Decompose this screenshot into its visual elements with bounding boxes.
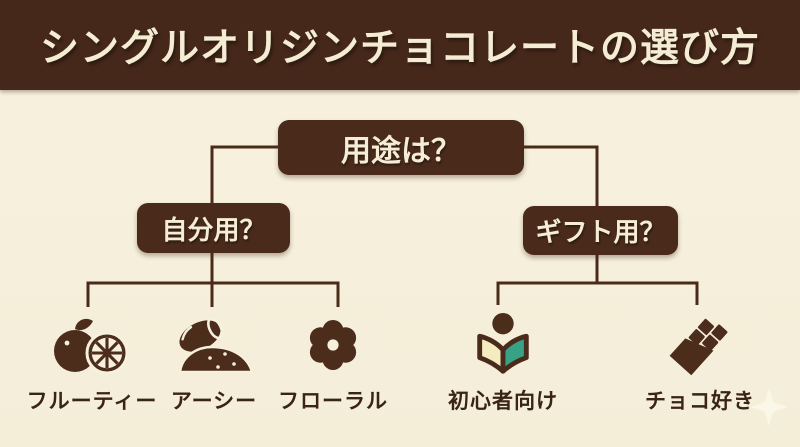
citrus-fruit-icon: [49, 314, 135, 376]
leaf-choco-lover: チョコ好き: [620, 314, 780, 415]
node-purpose-label: 用途は？: [341, 134, 461, 168]
leaf-fruity: フルーティー: [12, 314, 172, 415]
connector-personal-branches: [86, 253, 340, 307]
leaf-choco-lover-label: チョコ好き: [645, 390, 755, 413]
flower-icon: [303, 314, 363, 376]
node-personal-use: 自分用？: [137, 203, 290, 253]
chocolate-bar-icon: [664, 314, 736, 376]
cacao-earth-icon: [170, 314, 258, 376]
node-gift-use: ギフト用？: [523, 206, 678, 255]
node-personal-use-label: 自分用？: [161, 214, 266, 245]
leaf-earthy: アーシー: [134, 314, 294, 415]
connector-root-to-gift: [524, 145, 599, 206]
node-gift-use-label: ギフト用？: [535, 217, 666, 247]
leaf-beginner-label: 初心者向け: [448, 390, 558, 413]
title-bar: シングルオリジンチョコレートの選び方: [0, 0, 800, 90]
beginner-reader-icon: [468, 312, 538, 376]
sparkle-decoration: [750, 388, 788, 426]
leaf-floral-label: フローラル: [278, 390, 388, 413]
page-title: シングルオリジンチョコレートの選び方: [39, 27, 760, 70]
node-purpose: 用途は？: [278, 120, 524, 175]
leaf-beginner: 初心者向け: [423, 312, 583, 415]
leaf-earthy-label: アーシー: [170, 390, 258, 413]
leaf-fruity-label: フルーティー: [26, 390, 158, 413]
connector-gift-branches: [496, 255, 699, 305]
connector-root-to-personal: [210, 145, 278, 203]
leaf-floral: フローラル: [253, 314, 413, 415]
